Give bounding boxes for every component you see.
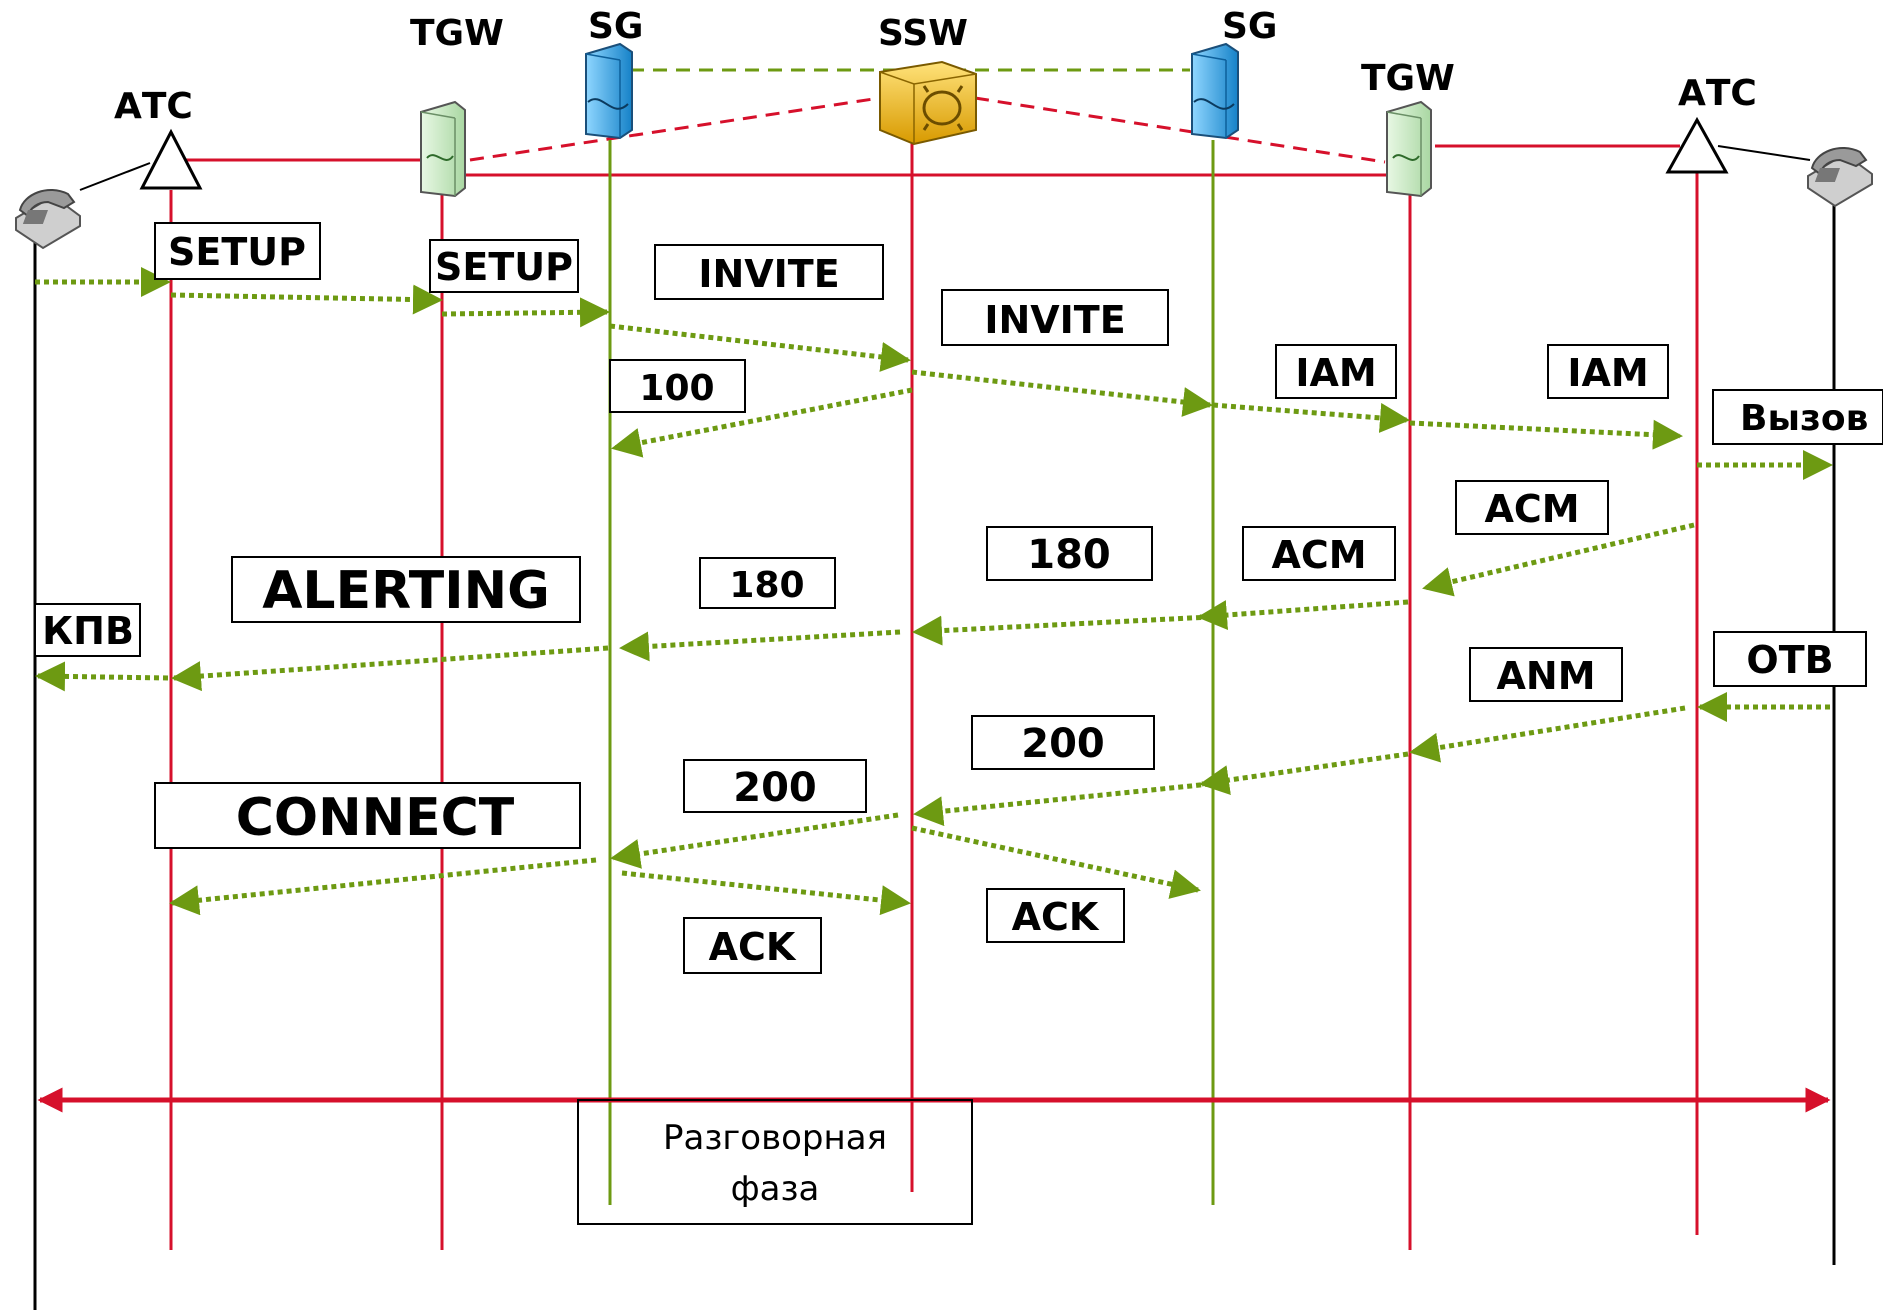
node-label-ssw: SSW (878, 13, 968, 54)
svg-text:ACK: ACK (1012, 895, 1100, 939)
label-setup-2: SETUP (429, 239, 579, 293)
label-100: 100 (609, 359, 746, 413)
label-alerting: ALERTING (231, 556, 581, 623)
svg-text:180: 180 (729, 565, 804, 606)
arrow-anm-atcr-tgwr (1409, 705, 1686, 763)
phase-label-line2: фаза (731, 1169, 820, 1209)
arrow-connect-sg-atc (169, 857, 597, 916)
arrow-setup-atc-tgw (170, 284, 443, 315)
label-anm: ANM (1469, 647, 1623, 702)
label-180-1: 180 (986, 526, 1153, 581)
arrow-180-ssw-sg (619, 629, 901, 662)
phase-label-line1: Разговорная (663, 1118, 887, 1158)
label-180-2: 180 (699, 557, 836, 609)
svg-text:ACM: ACM (1271, 533, 1366, 577)
label-otv: ОТВ (1713, 631, 1867, 687)
arrow-kpv-atc-phone (35, 661, 169, 692)
trunk-gateway-icon-right (1386, 100, 1432, 198)
label-acm-2: ACM (1242, 526, 1396, 581)
arrow-180-sgr-ssw (912, 614, 1211, 646)
node-label-atc-left: АТС (114, 86, 193, 127)
telephone-icon-left (15, 189, 81, 250)
arrow-200-ssw-sg (610, 812, 899, 869)
softswitch-icon (879, 60, 977, 146)
label-connect: CONNECT (154, 782, 581, 849)
label-ack-1: ACK (683, 917, 822, 974)
label-200-2: 200 (683, 759, 867, 813)
signaling-gateway-icon-right (1191, 42, 1239, 140)
signaling-gateway-icon-left (585, 42, 633, 140)
svg-text:INVITE: INVITE (698, 252, 839, 296)
label-iam-2: IAM (1547, 344, 1669, 399)
arrow-alerting-sg-atc (171, 645, 609, 692)
node-label-sg-left: SG (588, 6, 643, 47)
label-acm-1: ACM (1455, 480, 1609, 535)
control-link-ssw-tgw-right (974, 96, 1386, 164)
svg-text:ОТВ: ОТВ (1746, 638, 1833, 682)
label-setup-1: SETUP (154, 222, 321, 280)
node-label-atc-right: АТС (1678, 73, 1757, 114)
arrow-iam-tgwr-atcr (1409, 419, 1683, 450)
arrow-acm-tgwr-sgr (1197, 599, 1409, 631)
svg-text:200: 200 (1021, 721, 1105, 767)
node-label-tgw-right: TGW (1361, 58, 1455, 99)
label-200-1: 200 (971, 715, 1155, 770)
svg-text:100: 100 (639, 368, 714, 409)
svg-text:КПВ: КПВ (42, 609, 134, 653)
arrow-iam-sgr-tgwr (1212, 402, 1410, 433)
svg-text:IAM: IAM (1295, 351, 1376, 395)
arrow-setup-tgw-sg (441, 297, 610, 328)
svg-text:ACM: ACM (1484, 487, 1579, 531)
arrow-200-sgr-ssw (913, 781, 1211, 827)
svg-text:ACK: ACK (709, 925, 797, 969)
svg-text:SETUP: SETUP (435, 245, 573, 289)
message-labels: SETUP SETUP INVITE INVITE 100 IAM IAM В (34, 222, 1883, 974)
exchange-triangle-icon-left (139, 128, 203, 190)
arrow-100-ssw-sg (611, 387, 913, 458)
arrow-invite-ssw-sgr (911, 369, 1213, 417)
arrow-acm-atcr-tgwr (1422, 522, 1695, 597)
label-iam-1: IAM (1275, 344, 1397, 399)
arrow-200-tgwr-sgr (1199, 751, 1409, 795)
control-link-tgw-ssw-left (469, 96, 881, 162)
svg-text:180: 180 (1027, 532, 1111, 578)
arrow-ack-sg-ssw (621, 870, 911, 916)
label-ack-2: ACK (986, 888, 1125, 943)
label-kpv: КПВ (34, 603, 141, 657)
svg-text:Вызов: Вызов (1740, 398, 1868, 439)
message-arrows (35, 267, 1833, 916)
label-invite-1: INVITE (654, 244, 884, 300)
svg-text:200: 200 (733, 765, 817, 811)
node-labels: АТС TGW SG SSW SG TGW АТС (114, 6, 1757, 127)
conversation-phase-box: Разговорная фаза (577, 1099, 973, 1225)
arrow-invite-sg-ssw (609, 323, 911, 372)
svg-text:SETUP: SETUP (168, 230, 306, 274)
telephone-icon-right (1807, 147, 1873, 208)
subscriber-link-left (79, 162, 151, 191)
svg-text:INVITE: INVITE (984, 298, 1125, 342)
subscriber-link-right (1717, 145, 1811, 161)
node-label-sg-right: SG (1222, 6, 1277, 47)
exchange-triangle-icon-right (1665, 116, 1729, 174)
lifelines (33, 130, 1836, 1310)
svg-text:CONNECT: CONNECT (236, 788, 515, 848)
svg-text:ANM: ANM (1496, 654, 1595, 698)
svg-text:ALERTING: ALERTING (262, 561, 550, 621)
label-call: Вызов (1712, 389, 1883, 445)
node-label-tgw-left: TGW (410, 13, 504, 54)
label-invite-2: INVITE (941, 289, 1169, 346)
svg-text:IAM: IAM (1567, 351, 1648, 395)
arrow-ack-ssw-sgr (911, 825, 1201, 899)
trunk-gateway-icon-left (420, 100, 466, 198)
